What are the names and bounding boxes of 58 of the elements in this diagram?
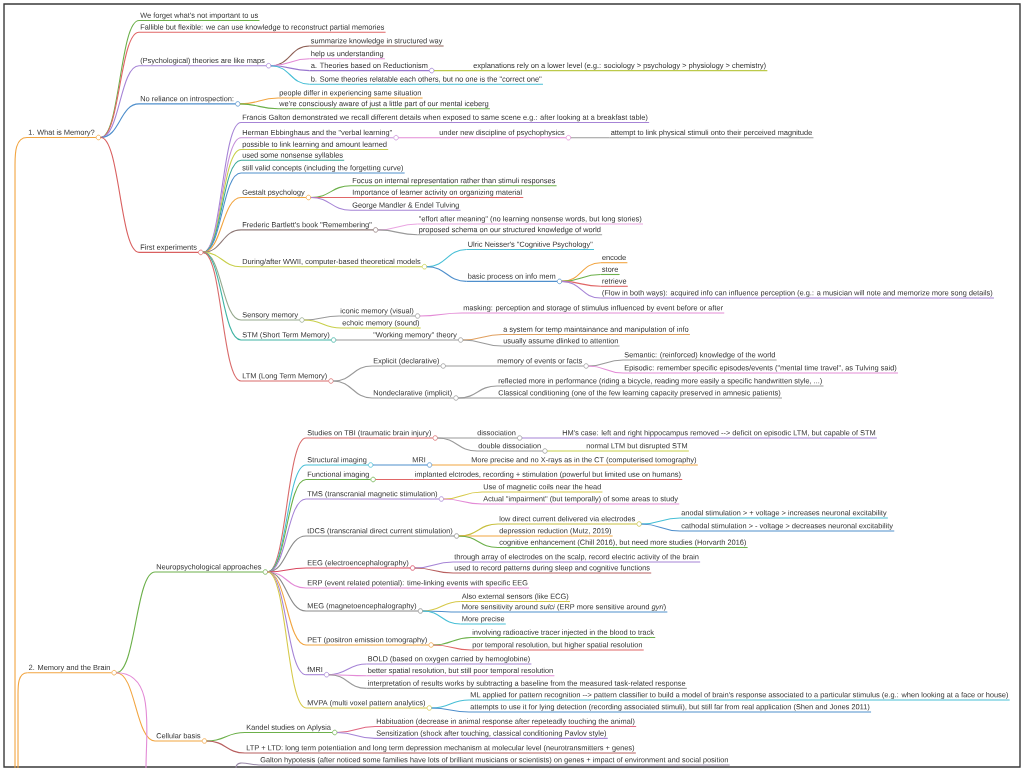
branch-line <box>546 450 586 452</box>
branch-line <box>202 196 242 253</box>
branch-line <box>640 517 681 525</box>
branch-line <box>436 437 478 452</box>
branch-line <box>436 437 477 439</box>
branch-line <box>310 196 352 211</box>
branch-line <box>270 65 311 85</box>
branch-line <box>462 333 503 341</box>
branch-line <box>100 136 140 253</box>
branch-line <box>374 478 415 481</box>
branch-line <box>335 339 373 341</box>
branch-line <box>377 229 419 236</box>
branch-line <box>462 339 503 347</box>
branch-line <box>332 365 373 382</box>
branch-line <box>328 674 368 689</box>
branch-line <box>419 312 463 317</box>
branch-line <box>100 65 140 139</box>
branch-line <box>422 610 462 613</box>
branch-line <box>432 644 472 651</box>
branch-line <box>303 319 342 329</box>
branch-line <box>443 498 483 505</box>
branch-line <box>457 397 498 399</box>
branch-line <box>332 380 373 399</box>
branch-line <box>206 740 246 754</box>
branch-line <box>115 571 156 674</box>
branch-line <box>115 672 156 742</box>
branch-line <box>587 365 624 374</box>
branch-line <box>561 273 602 282</box>
branch-line <box>239 103 279 110</box>
branch-line <box>443 491 483 500</box>
branch-line <box>267 567 307 573</box>
branch-line <box>640 523 681 532</box>
branch-line <box>458 535 499 549</box>
branch-line <box>372 464 412 466</box>
branch-line <box>422 610 462 625</box>
branch-line <box>561 280 602 299</box>
branch-line <box>235 762 260 768</box>
branch-line <box>202 251 242 382</box>
branch-line <box>267 571 307 709</box>
branch-line <box>570 137 611 139</box>
branch-line <box>433 70 473 72</box>
branch-line <box>100 103 140 139</box>
branch-line <box>414 561 454 569</box>
branch-line <box>521 437 562 439</box>
branch-line <box>444 365 497 367</box>
branch-line <box>115 672 148 768</box>
branch-line <box>206 731 246 742</box>
branch-line <box>336 731 376 739</box>
branch-line <box>267 571 307 676</box>
branch-line <box>587 359 624 367</box>
branch-line <box>426 266 468 282</box>
branch-line <box>14 136 28 768</box>
branch-line <box>431 707 470 713</box>
branch-line <box>397 137 439 139</box>
branch-line <box>458 535 499 537</box>
branch-line <box>414 567 454 574</box>
branch-line <box>431 464 471 466</box>
branch-line <box>17 672 28 768</box>
